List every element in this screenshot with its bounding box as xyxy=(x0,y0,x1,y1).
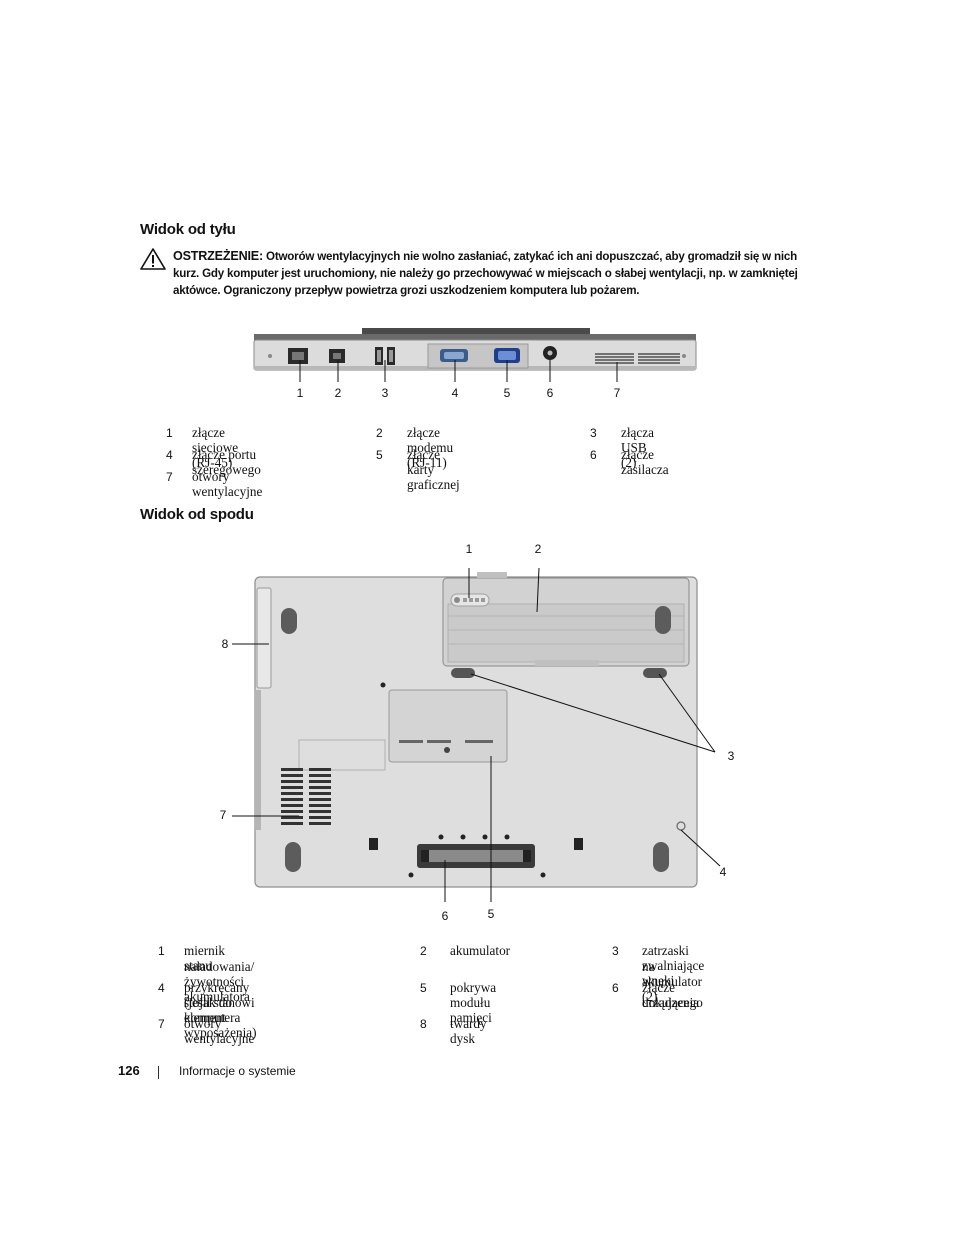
legend-text: twardy dysk xyxy=(450,1016,487,1046)
power-connector-icon xyxy=(543,346,557,360)
legend-text: przykręcany stojak do komputera xyxy=(184,980,250,1025)
legend-number: 7 xyxy=(158,1017,165,1031)
bottom-callout-1: 1 xyxy=(465,542,473,556)
legend-text: złącze modemu (RJ-11) xyxy=(407,425,454,470)
serial-port-icon xyxy=(440,349,468,362)
legend-number: 5 xyxy=(376,448,383,462)
usb-ports-icon xyxy=(375,347,395,365)
legend-text: złącza USB (2) xyxy=(621,425,654,470)
rear-callout-2: 2 xyxy=(334,386,342,400)
legend-text: zatrzaski zwalniające wnęki xyxy=(642,943,705,988)
legend-text: otwory wentylacyjne xyxy=(184,1016,255,1046)
vent-icon xyxy=(281,768,331,825)
bottom-callout-3: 3 xyxy=(727,749,735,763)
rj45-port-icon xyxy=(288,348,308,364)
bottom-view-heading: Widok od spodu xyxy=(140,506,254,523)
rear-view-illustration xyxy=(253,328,697,382)
rear-callout-5: 5 xyxy=(503,386,511,400)
legend-number: 4 xyxy=(166,448,173,462)
page-number: 126 xyxy=(118,1063,140,1078)
bottom-callout-8: 8 xyxy=(221,637,229,651)
legend-text: dokującego xyxy=(642,995,703,1010)
footer-separator xyxy=(158,1066,159,1079)
bottom-callout-4: 4 xyxy=(719,865,727,879)
battery-icon xyxy=(442,572,690,667)
legend-text: złącze sieciowe (RJ-45) xyxy=(192,425,239,470)
footer-section-title: Informacje o systemie xyxy=(179,1064,296,1078)
legend-text: złącze portu szeregowego xyxy=(192,447,261,477)
legend-number: 6 xyxy=(612,981,619,995)
rear-callout-7: 7 xyxy=(613,386,621,400)
vga-port-icon xyxy=(494,348,520,363)
legend-text: złącze zasilacza xyxy=(621,447,669,477)
legend-number: 3 xyxy=(612,944,619,958)
legend-text: akumulator xyxy=(450,943,511,958)
legend-number: 2 xyxy=(420,944,427,958)
legend-text: pokrywa modułu pamięci xyxy=(450,980,497,1025)
docking-connector-icon xyxy=(417,844,535,868)
legend-text: na akumulator (2) xyxy=(642,959,703,1004)
legend-text: (jeśli stanowi element wyposażenia) xyxy=(184,995,257,1040)
legend-number: 8 xyxy=(420,1017,427,1031)
bottom-callout-2: 2 xyxy=(534,542,542,556)
bottom-callout-7: 7 xyxy=(219,808,227,822)
legend-number: 3 xyxy=(590,426,597,440)
bottom-callout-6: 6 xyxy=(441,909,449,923)
legend-number: 1 xyxy=(158,944,165,958)
legend-number: 1 xyxy=(166,426,173,440)
warning-triangle-icon xyxy=(140,248,166,270)
rear-view-heading: Widok od tyłu xyxy=(140,221,236,238)
legend-text: otwory wentylacyjne xyxy=(192,469,263,499)
rear-callout-6: 6 xyxy=(546,386,554,400)
battery-latch-icon xyxy=(451,668,667,678)
warning-text: Otworów wentylacyjnych nie wolno zasłani… xyxy=(173,250,798,297)
legend-number: 7 xyxy=(166,470,173,484)
rj11-port-icon xyxy=(329,349,345,363)
legend-number: 4 xyxy=(158,981,165,995)
legend-number: 6 xyxy=(590,448,597,462)
bottom-callout-5: 5 xyxy=(487,907,495,921)
legend-text: miernik stanu xyxy=(184,943,226,973)
battery-gauge-icon xyxy=(450,593,490,607)
bottom-view-illustration xyxy=(232,567,721,902)
rear-callout-1: 1 xyxy=(296,386,304,400)
hard-drive-icon xyxy=(256,587,272,689)
warning-label: OSTRZEŻENIE: xyxy=(173,249,263,263)
legend-text: złącze karty graficznej xyxy=(407,447,460,492)
rear-callout-4: 4 xyxy=(451,386,459,400)
legend-number: 2 xyxy=(376,426,383,440)
memory-cover-icon xyxy=(388,689,508,763)
legend-number: 5 xyxy=(420,981,427,995)
legend-text: naładowania/żywotności akumulatora xyxy=(184,959,255,1004)
vent-icon xyxy=(595,353,680,364)
legend-text: złącze urządzenia xyxy=(642,980,700,1010)
rear-callout-3: 3 xyxy=(381,386,389,400)
